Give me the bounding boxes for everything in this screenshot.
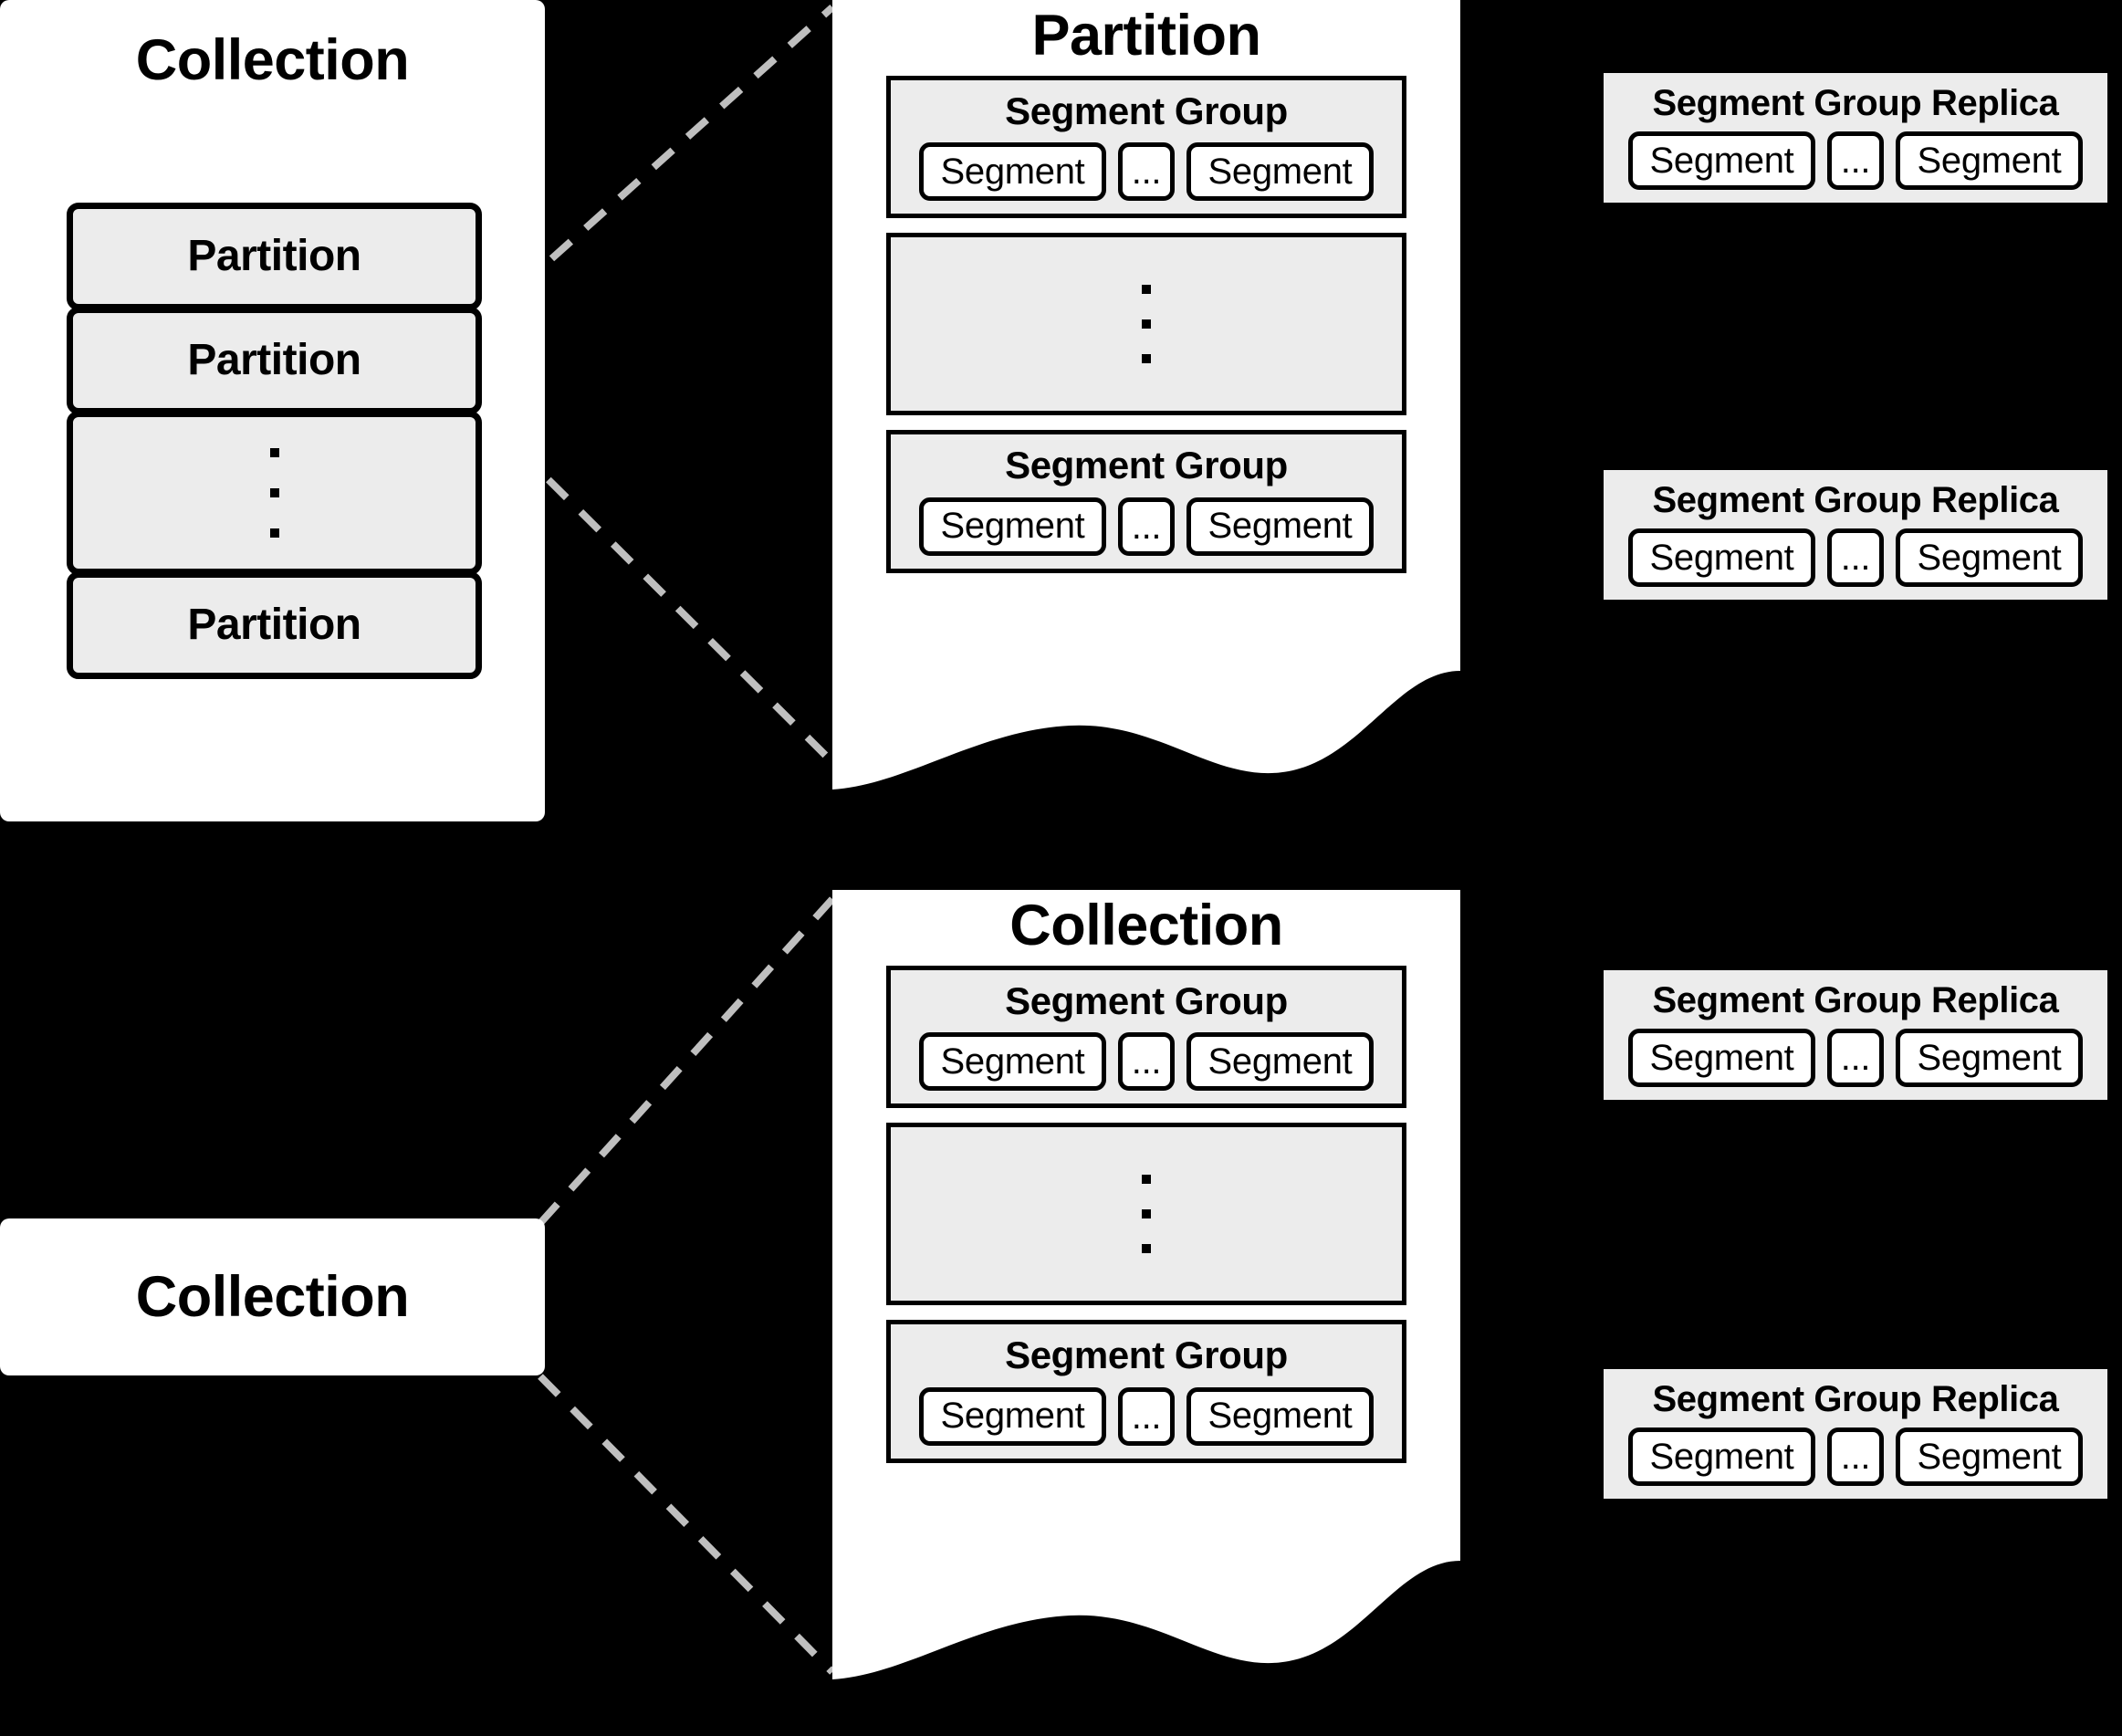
segment-group-title: Segment Group (1005, 979, 1288, 1022)
segment-row: Segment ... Segment (1604, 131, 2107, 190)
segment-ellipsis: ... (1827, 131, 1884, 190)
replica-title: Segment Group Replica (1652, 1379, 2059, 1419)
segment-group-ellipsis-panel (886, 1123, 1406, 1306)
segment-box[interactable]: Segment (1186, 1386, 1374, 1446)
segment-box[interactable]: Segment (1896, 131, 2083, 190)
collection-card-content: Collection Segment Group Segment ... Seg… (832, 890, 1460, 1463)
segment-box[interactable]: Segment (1628, 1427, 1815, 1486)
segment-group-replica-panel[interactable]: Segment Group Replica Segment ... Segmen… (1604, 1369, 2107, 1499)
segment-group-replica-panel[interactable]: Segment Group Replica Segment ... Segmen… (1604, 470, 2107, 600)
replica-title: Segment Group Replica (1652, 980, 2059, 1020)
vertical-ellipsis-icon (73, 417, 476, 569)
segment-box[interactable]: Segment (919, 1032, 1106, 1092)
partition-row[interactable]: Partition (67, 203, 482, 310)
segment-row: Segment ... Segment (1604, 1427, 2107, 1486)
partition-label: Partition (187, 336, 361, 384)
segment-group-panel[interactable]: Segment Group Segment ... Segment (886, 966, 1406, 1109)
collection-card-top: Collection Partition Partition Partition (0, 0, 545, 821)
segment-box[interactable]: Segment (1896, 528, 2083, 587)
partition-row[interactable]: Partition (67, 307, 482, 414)
segment-ellipsis: ... (1118, 1032, 1175, 1092)
segment-group-ellipsis-panel (886, 233, 1406, 416)
segment-group-title: Segment Group (1005, 1333, 1288, 1377)
collection-small-title: Collection (135, 1265, 410, 1329)
collection-card-title: Collection (1009, 894, 1283, 957)
segment-box[interactable]: Segment (1628, 528, 1815, 587)
segment-ellipsis: ... (1118, 1386, 1175, 1446)
collection-box-small[interactable]: Collection (0, 1218, 545, 1375)
partition-detail-card: Partition Segment Group Segment ... Segm… (832, 0, 1460, 821)
segment-group-title: Segment Group (1005, 89, 1288, 132)
segment-ellipsis: ... (1827, 1427, 1884, 1486)
partition-label: Partition (187, 601, 361, 649)
segment-row: Segment ... Segment (1604, 528, 2107, 587)
segment-row: Segment ... Segment (891, 497, 1402, 556)
segment-group-panel[interactable]: Segment Group Segment ... Segment (886, 76, 1406, 219)
partition-label: Partition (187, 232, 361, 280)
segment-box[interactable]: Segment (919, 1386, 1106, 1446)
segment-row: Segment ... Segment (891, 1386, 1402, 1446)
segment-box[interactable]: Segment (1628, 1029, 1815, 1087)
segment-row: Segment ... Segment (1604, 1029, 2107, 1087)
vertical-ellipsis-icon (891, 237, 1402, 411)
segment-box[interactable]: Segment (919, 497, 1106, 556)
collection-top-title: Collection (135, 28, 410, 92)
segment-box[interactable]: Segment (1896, 1427, 2083, 1486)
segment-group-title: Segment Group (1005, 444, 1288, 487)
connector-collection-bottom (538, 1374, 835, 1675)
segment-group-panel[interactable]: Segment Group Segment ... Segment (886, 430, 1406, 573)
connector-collection-top (538, 896, 835, 1226)
segment-box[interactable]: Segment (1628, 131, 1815, 190)
segment-ellipsis: ... (1118, 497, 1175, 556)
segment-box[interactable]: Segment (1186, 142, 1374, 202)
segment-box[interactable]: Segment (1186, 1032, 1374, 1092)
replica-title: Segment Group Replica (1652, 480, 2059, 520)
segment-ellipsis: ... (1118, 142, 1175, 202)
partition-row-ellipsis (67, 411, 482, 575)
segment-box[interactable]: Segment (1186, 497, 1374, 556)
partition-row[interactable]: Partition (67, 571, 482, 679)
segment-ellipsis: ... (1827, 1029, 1884, 1087)
vertical-ellipsis-icon (891, 1127, 1402, 1301)
partition-list: Partition Partition Partition (67, 203, 482, 679)
segment-ellipsis: ... (1827, 528, 1884, 587)
segment-group-replica-panel[interactable]: Segment Group Replica Segment ... Segmen… (1604, 970, 2107, 1100)
collection-detail-card: Collection Segment Group Segment ... Seg… (832, 890, 1460, 1736)
segment-group-panel[interactable]: Segment Group Segment ... Segment (886, 1320, 1406, 1463)
segment-group-replica-panel[interactable]: Segment Group Replica Segment ... Segmen… (1604, 73, 2107, 203)
segment-box[interactable]: Segment (919, 142, 1106, 202)
replica-title: Segment Group Replica (1652, 83, 2059, 123)
partition-card-content: Partition Segment Group Segment ... Segm… (832, 0, 1460, 573)
segment-box[interactable]: Segment (1896, 1029, 2083, 1087)
partition-card-title: Partition (1031, 4, 1261, 68)
segment-row: Segment ... Segment (891, 142, 1402, 202)
segment-row: Segment ... Segment (891, 1032, 1402, 1092)
